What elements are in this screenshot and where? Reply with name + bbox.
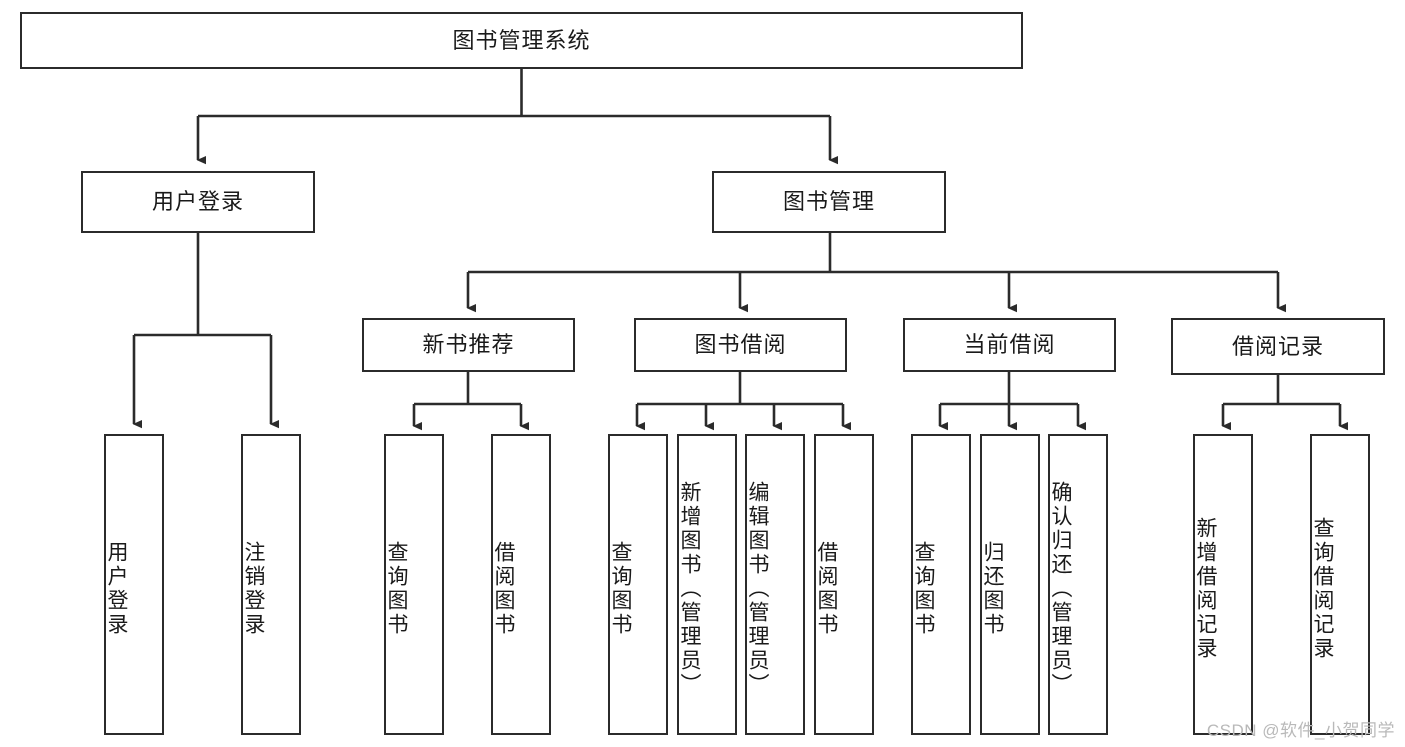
node-root-book-management-system[interactable]: 图书管理系统 xyxy=(20,12,1023,69)
node-label: 确认归还（管理员） xyxy=(1049,480,1072,697)
node-label: 借阅图书 xyxy=(815,540,838,637)
node-current-borrow[interactable]: 当前借阅 xyxy=(903,318,1116,372)
node-label: 图书管理 xyxy=(782,189,875,215)
node-label: 借阅记录 xyxy=(1231,333,1324,359)
node-label: 归还图书 xyxy=(981,540,1004,637)
leaf-borrow-edit-book-admin[interactable]: 编辑图书（管理员） xyxy=(745,434,805,735)
node-label: 当前借阅 xyxy=(963,332,1056,358)
leaf-record-add-record[interactable]: 新增借阅记录 xyxy=(1193,434,1253,735)
node-label: 查询图书 xyxy=(385,540,408,637)
node-label: 新增借阅记录 xyxy=(1194,516,1217,661)
leaf-borrow-add-book-admin[interactable]: 新增图书（管理员） xyxy=(677,434,737,735)
node-borrow-record[interactable]: 借阅记录 xyxy=(1171,318,1385,375)
leaf-user-login-logout[interactable]: 注销登录 xyxy=(241,434,301,735)
node-label: 新书推荐 xyxy=(422,332,515,358)
csdn-watermark: CSDN @软件_小贺同学 xyxy=(1206,721,1395,740)
node-label: 查询图书 xyxy=(912,540,935,637)
leaf-record-query-record[interactable]: 查询借阅记录 xyxy=(1310,434,1370,735)
node-label: 图书借阅 xyxy=(694,332,787,358)
node-label: 借阅图书 xyxy=(492,540,515,637)
leaf-new-book-borrow[interactable]: 借阅图书 xyxy=(491,434,551,735)
node-label: 图书管理系统 xyxy=(452,27,591,53)
node-label: 用户登录 xyxy=(151,189,244,215)
leaf-borrow-borrow-book[interactable]: 借阅图书 xyxy=(814,434,874,735)
node-label: 注销登录 xyxy=(242,540,265,637)
leaf-user-login-login[interactable]: 用户登录 xyxy=(104,434,164,735)
leaf-borrow-query-book[interactable]: 查询图书 xyxy=(608,434,668,735)
leaf-current-query-book[interactable]: 查询图书 xyxy=(911,434,971,735)
node-book-borrow[interactable]: 图书借阅 xyxy=(634,318,847,372)
leaf-new-book-query[interactable]: 查询图书 xyxy=(384,434,444,735)
node-label: 编辑图书（管理员） xyxy=(746,480,769,697)
node-label: 用户登录 xyxy=(105,540,128,637)
node-label: 查询借阅记录 xyxy=(1311,516,1334,661)
node-new-book-recommend[interactable]: 新书推荐 xyxy=(362,318,575,372)
node-book-management[interactable]: 图书管理 xyxy=(712,171,946,233)
leaf-current-confirm-return-admin[interactable]: 确认归还（管理员） xyxy=(1048,434,1108,735)
node-user-login[interactable]: 用户登录 xyxy=(81,171,315,233)
node-label: 查询图书 xyxy=(609,540,632,637)
leaf-current-return-book[interactable]: 归还图书 xyxy=(980,434,1040,735)
node-label: 新增图书（管理员） xyxy=(678,480,701,697)
